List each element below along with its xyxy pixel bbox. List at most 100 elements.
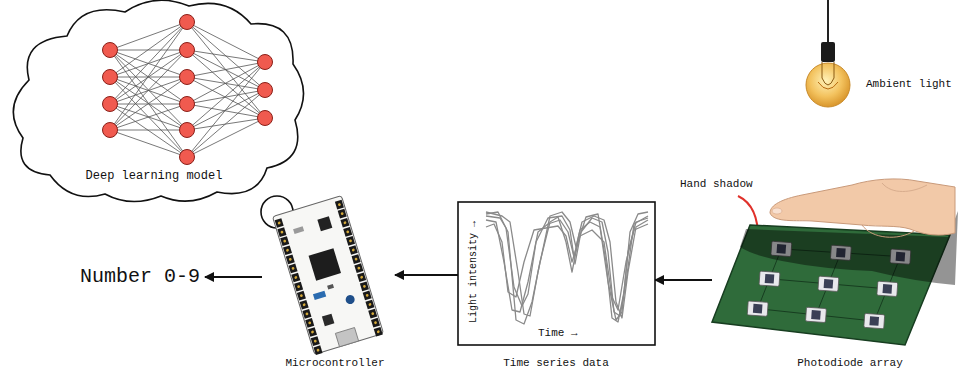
photodiode	[759, 271, 780, 286]
neuron	[103, 43, 118, 58]
node-text: Time series data	[503, 357, 609, 370]
photodiode-sensor	[753, 304, 763, 314]
pin-header	[311, 336, 320, 346]
chart-frame	[458, 202, 655, 345]
hand-crease	[882, 183, 927, 192]
photodiode-body	[818, 276, 839, 291]
microcontroller-node-shape	[262, 205, 395, 345]
photodiode	[818, 276, 839, 291]
neuron	[180, 43, 195, 58]
signal-curve	[486, 216, 648, 316]
logo	[345, 294, 356, 305]
photodiode-array-node: Photodiode array	[712, 215, 955, 345]
neuron	[180, 97, 195, 112]
pin-header	[283, 245, 292, 255]
photodiode-sensor	[811, 310, 821, 320]
photodiode-sensor	[883, 284, 893, 294]
photodiode-body	[864, 313, 885, 328]
component	[327, 284, 334, 290]
output-label-node: Number 0-9	[76, 263, 205, 291]
neuron	[103, 123, 118, 138]
network-link	[110, 104, 187, 130]
finger-nail	[772, 208, 782, 214]
flow-arrow	[655, 279, 712, 281]
network-link	[110, 104, 187, 130]
photodiode-sensor	[869, 316, 879, 326]
pin	[283, 239, 286, 242]
pin	[368, 303, 371, 306]
pin-header	[338, 209, 347, 219]
neuron	[180, 150, 195, 165]
node-text: Deep learning model	[86, 169, 223, 183]
photodiode-sensor	[824, 279, 834, 289]
pin-header	[349, 245, 358, 255]
network-link	[110, 77, 187, 130]
filament	[818, 82, 838, 89]
callout-label: Hand shadow	[680, 178, 753, 191]
network-link	[187, 90, 265, 157]
neuron	[180, 70, 195, 85]
pin-header	[343, 227, 352, 237]
usb-connector	[335, 328, 358, 347]
component	[293, 226, 304, 234]
neuron	[258, 111, 273, 126]
hand	[770, 179, 955, 235]
pin-header	[314, 345, 323, 355]
pin-header	[302, 309, 311, 319]
photodiode-array-node-shape	[712, 215, 955, 345]
pin-header	[289, 264, 298, 274]
network-link	[110, 22, 187, 77]
filament	[822, 62, 834, 85]
pin-header	[352, 254, 361, 264]
pin-header	[277, 227, 286, 237]
photodiode-body	[759, 271, 780, 286]
pin-header	[360, 282, 369, 292]
network-link	[110, 50, 187, 104]
photodiode-body	[877, 281, 898, 296]
network-link	[110, 104, 187, 157]
pin	[340, 212, 343, 215]
pin	[365, 294, 368, 297]
network-link	[110, 130, 187, 131]
pin	[316, 348, 319, 351]
chart-node-shape	[458, 202, 655, 345]
photodiode	[877, 281, 898, 296]
pin	[311, 330, 314, 333]
cloud-node: Deep learning model	[5, 0, 303, 205]
photodiode	[747, 301, 768, 316]
pin	[357, 266, 360, 269]
pin-header	[275, 218, 284, 228]
pin	[346, 230, 349, 233]
photodiode	[864, 313, 885, 328]
pin-header	[365, 300, 374, 310]
component	[313, 291, 326, 300]
pin-header	[300, 300, 309, 310]
pin-header	[291, 273, 300, 283]
pin	[352, 248, 355, 251]
neuron	[103, 70, 118, 85]
pin	[280, 230, 283, 233]
network-link	[110, 50, 187, 157]
neuron	[258, 83, 273, 98]
network-link	[187, 104, 265, 118]
pin	[349, 239, 352, 242]
pin-header	[305, 318, 314, 328]
reset-button	[317, 216, 332, 231]
pin	[291, 267, 294, 270]
network-link	[187, 62, 265, 157]
pin	[289, 258, 292, 261]
network-link	[110, 22, 187, 50]
network-link	[110, 22, 187, 104]
pin-header	[297, 291, 306, 301]
pin-header	[368, 309, 377, 319]
pin	[354, 257, 357, 260]
component	[322, 314, 334, 326]
pin	[338, 203, 341, 206]
pin	[377, 330, 380, 333]
pin-header	[335, 200, 344, 210]
network-link	[110, 50, 187, 104]
pin-header	[308, 327, 317, 337]
pin-header	[363, 291, 372, 301]
pin-header	[286, 254, 295, 264]
